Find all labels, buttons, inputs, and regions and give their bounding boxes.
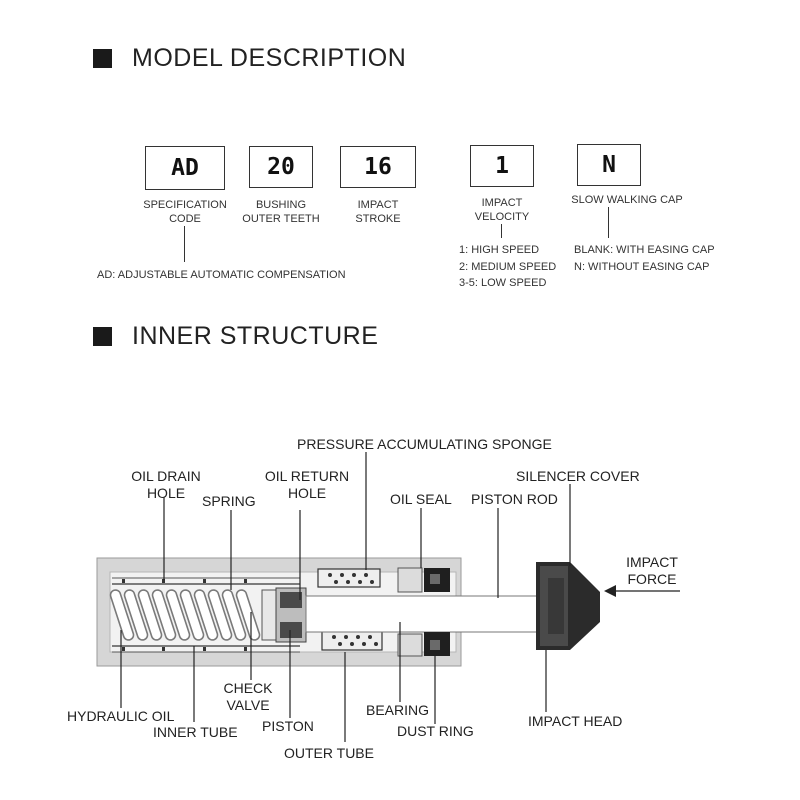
caption-spec: SPECIFICATION CODE — [125, 198, 245, 226]
connector-velocity — [501, 224, 502, 238]
caption-velocity: IMPACT VELOCITY — [452, 196, 552, 224]
label-piston: PISTON — [262, 718, 314, 734]
piston-top-dark — [280, 592, 302, 608]
bearing-top — [397, 567, 423, 593]
label-impact-force-line2: FORCE — [627, 571, 677, 587]
label-outer-tube: OUTER TUBE — [284, 745, 374, 761]
piston-bottom-dark — [280, 622, 302, 638]
sponge-block-bottom — [321, 629, 383, 651]
label-bearing: BEARING — [366, 702, 430, 718]
label-pressure-sponge: PRESSURE ACCUMULATING SPONGE — [297, 436, 552, 452]
caption-spec-line1: SPECIFICATION — [143, 199, 227, 211]
label-impact-force-line1: IMPACT — [626, 554, 678, 570]
code-bushing-value: 20 — [267, 154, 295, 180]
label-oil-drain-hole: OIL DRAIN HOLE — [124, 468, 208, 502]
spring-coils — [109, 589, 261, 641]
velocity-note-2: 2: MEDIUM SPEED — [459, 261, 557, 273]
model-description-title: MODEL DESCRIPTION — [132, 44, 407, 72]
caption-spec-line2: CODE — [169, 213, 201, 225]
leader-lines — [120, 452, 571, 742]
code-spec-value: AD — [171, 155, 199, 181]
caption-stroke-line2: STROKE — [355, 213, 401, 225]
label-piston-rod: PISTON ROD — [471, 491, 558, 507]
label-oil-return-hole-line1: OIL RETURN — [264, 468, 350, 484]
piston-rod — [305, 595, 547, 633]
label-oil-return-hole: OIL RETURN HOLE — [258, 468, 356, 502]
dust-ring-top-inner — [430, 574, 440, 584]
code-box-velocity: 1 — [470, 145, 534, 187]
dust-ring-bottom-inner — [430, 640, 440, 650]
label-impact-force: IMPACT FORCE — [622, 554, 682, 588]
oil-holes — [122, 579, 247, 651]
inner-structure-title: INNER STRUCTURE — [132, 322, 379, 350]
label-impact-head: IMPACT HEAD — [528, 713, 623, 729]
code-box-bushing: 20 — [249, 146, 313, 188]
code-box-cap: N — [577, 144, 641, 186]
velocity-note-1: 1: HIGH SPEED — [459, 244, 540, 256]
label-dust-ring: DUST RING — [397, 723, 474, 739]
connector-spec — [184, 226, 185, 262]
impact-head-face — [548, 578, 564, 634]
label-oil-return-hole-line2: HOLE — [287, 485, 327, 501]
velocity-note-3: 3-5: LOW SPEED — [459, 277, 547, 289]
cap-note-2: N: WITHOUT EASING CAP — [574, 261, 710, 273]
label-oil-seal: OIL SEAL — [390, 491, 452, 507]
label-check-valve-line2: VALVE — [226, 697, 270, 713]
bearing-bottom — [397, 633, 423, 657]
sponge-block-top — [317, 568, 381, 588]
inner-structure-heading: INNER STRUCTURE — [93, 322, 378, 351]
caption-velocity-line2: VELOCITY — [474, 211, 530, 223]
spec-note: AD: ADJUSTABLE AUTOMATIC COMPENSATION — [97, 269, 346, 281]
square-bullet-icon — [93, 327, 112, 346]
label-oil-drain-hole-line2: HOLE — [146, 485, 186, 501]
label-oil-drain-hole-line1: OIL DRAIN — [131, 468, 201, 484]
connector-cap — [608, 207, 609, 238]
sponge-dots — [328, 573, 378, 646]
label-inner-tube: INNER TUBE — [153, 724, 238, 740]
label-check-valve: CHECK VALVE — [218, 680, 278, 714]
caption-stroke: IMPACT STROKE — [328, 198, 428, 226]
code-box-spec: AD — [145, 146, 225, 190]
cap-note-1: BLANK: WITH EASING CAP — [574, 244, 715, 256]
caption-stroke-line1: IMPACT — [357, 199, 399, 211]
arrow-left-icon — [604, 585, 616, 597]
code-box-stroke: 16 — [340, 146, 416, 188]
caption-cap: SLOW WALKING CAP — [562, 193, 692, 207]
caption-cap-line1: SLOW WALKING CAP — [571, 194, 683, 206]
check-valve-body — [261, 589, 277, 641]
caption-bushing: BUSHING OUTER TEETH — [231, 198, 331, 226]
label-hydraulic-oil: HYDRAULIC OIL — [67, 708, 175, 724]
square-bullet-icon — [93, 49, 112, 68]
label-spring: SPRING — [202, 493, 256, 509]
caption-bushing-line1: BUSHING — [255, 199, 307, 211]
code-stroke-value: 16 — [364, 154, 392, 180]
caption-velocity-line1: IMPACT — [481, 197, 523, 209]
caption-bushing-line2: OUTER TEETH — [242, 213, 320, 225]
code-cap-value: N — [602, 152, 616, 178]
code-velocity-value: 1 — [495, 153, 509, 179]
model-description-heading: MODEL DESCRIPTION — [93, 44, 406, 73]
label-check-valve-line1: CHECK — [223, 680, 273, 696]
label-silencer-cover: SILENCER COVER — [516, 468, 640, 484]
